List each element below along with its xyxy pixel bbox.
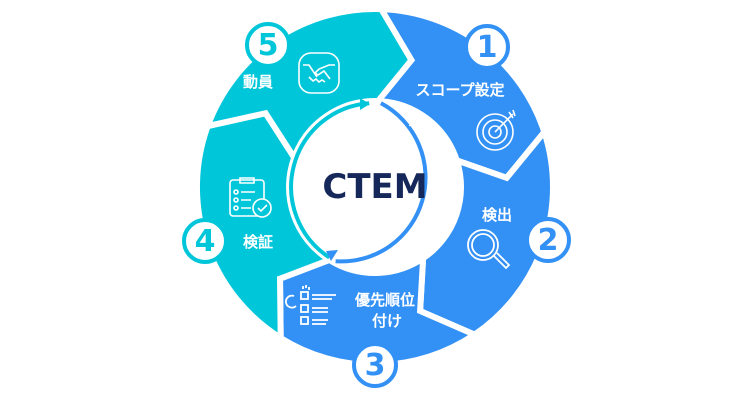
checklist-icon: [229, 177, 272, 218]
diagnose-arc: [335, 101, 428, 264]
step-4-badge: 4: [182, 218, 228, 264]
step-3-badge: 3: [352, 342, 398, 388]
step-1-badge: 1: [464, 24, 510, 70]
step-4-label: 検証: [242, 233, 274, 251]
magnifier-icon: [467, 229, 511, 270]
arrow-head-icon: [326, 250, 338, 261]
priority-list-icon: [285, 285, 336, 325]
step-5-label: 動員: [242, 73, 274, 91]
step-1-label: スコープ設定: [415, 81, 505, 99]
step-3-label-line1: 優先順位: [354, 291, 416, 309]
step-2-badge: 2: [525, 217, 571, 263]
center-title: CTEM: [322, 167, 428, 207]
arrow-head-icon: [360, 98, 370, 110]
step-2-label: 検出: [481, 206, 513, 224]
execute-arc: [289, 101, 370, 260]
target-radar-icon: [476, 109, 516, 151]
handshake-icon: [298, 52, 340, 94]
step-5-badge: 5: [245, 22, 291, 68]
step-3-label-line2: 付け: [371, 312, 403, 330]
